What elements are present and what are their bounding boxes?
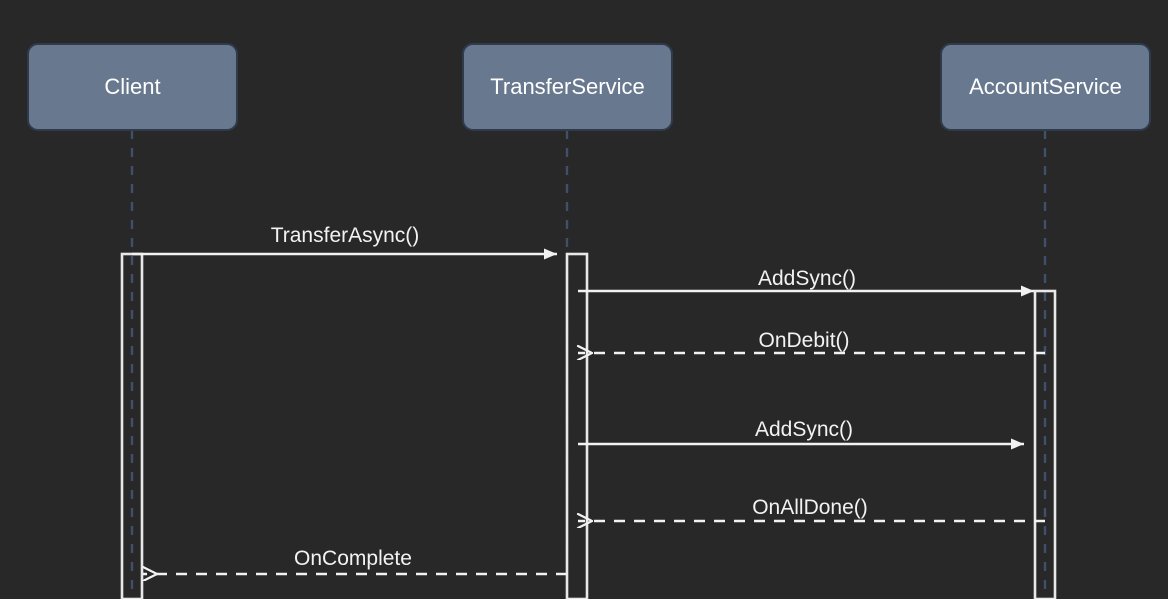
message-m1[interactable]: TransferAsync() <box>132 224 557 260</box>
participant-box-transferservice <box>462 43 673 131</box>
participant-label-accountservice: AccountService <box>969 74 1122 99</box>
participant-label-client: Client <box>104 74 160 99</box>
participants-layer: Client TransferService AccountService <box>27 43 1151 131</box>
activations-layer <box>120 252 1057 599</box>
message-m6[interactable]: OnComplete <box>143 547 567 574</box>
message-label-m4: AddSync() <box>755 418 853 441</box>
lifelines-layer <box>130 130 1047 599</box>
activation-bar-transferservice <box>565 252 589 599</box>
messages-layer: TransferAsync() AddSync() OnDebit() AddSync… <box>132 224 1045 574</box>
participant-box-client <box>27 43 238 131</box>
message-m3[interactable]: OnDebit() <box>578 329 1045 353</box>
message-label-m2: AddSync() <box>758 267 856 290</box>
message-m4[interactable]: AddSync() <box>578 418 1024 450</box>
participant-transferservice[interactable]: TransferService <box>462 43 673 131</box>
participant-accountservice[interactable]: AccountService <box>940 43 1151 131</box>
activation-bar-accountservice <box>1033 289 1057 599</box>
participant-client[interactable]: Client <box>27 43 238 131</box>
message-m5[interactable]: OnAllDone() <box>578 496 1045 521</box>
message-label-m3: OnDebit() <box>758 329 849 352</box>
participant-box-accountservice <box>940 43 1151 131</box>
message-label-m1: TransferAsync() <box>271 224 420 247</box>
message-m2[interactable]: AddSync() <box>578 267 1034 297</box>
message-label-m5: OnAllDone() <box>752 496 868 519</box>
participant-label-transferservice: TransferService <box>490 74 644 99</box>
message-label-m6: OnComplete <box>294 547 412 570</box>
